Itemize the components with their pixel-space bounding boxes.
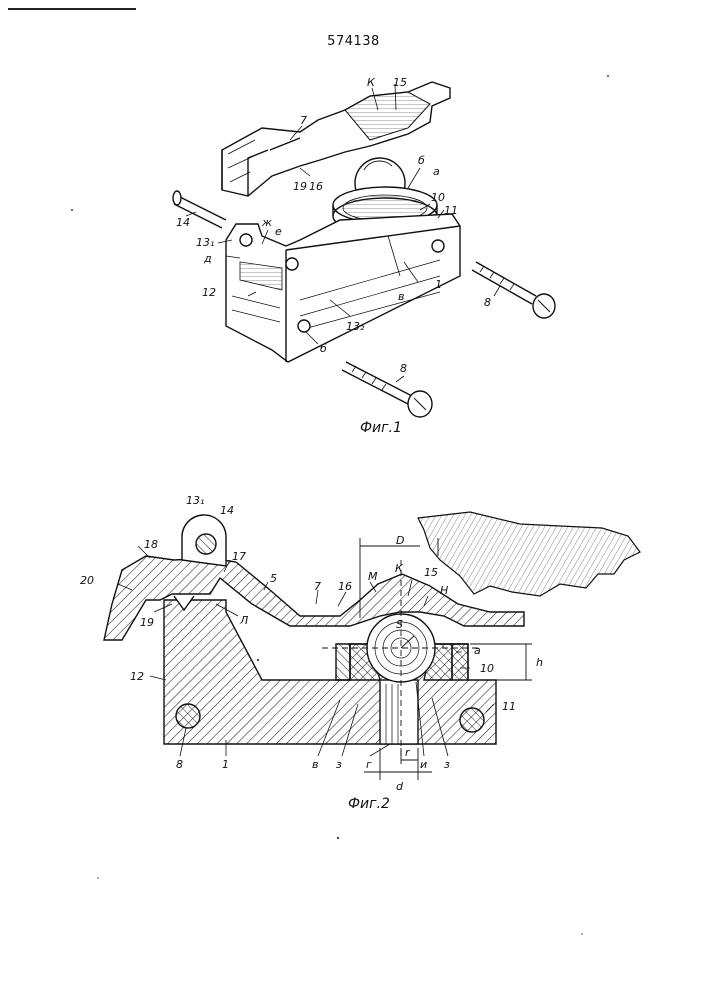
fig1-label-e: е <box>275 225 282 238</box>
fig2-label-a: а <box>474 644 481 657</box>
fig1-label-b: б <box>418 154 425 167</box>
fig2-label-14: 14 <box>220 504 234 517</box>
fig2-label-8: 8 <box>176 758 183 771</box>
fig1-label-k: К <box>367 76 376 89</box>
fig1-label-1: 1 <box>435 278 442 291</box>
fig2-label-g: г <box>366 758 372 771</box>
fig2-label-L: Л <box>239 614 248 627</box>
figure1-drawing <box>173 82 555 417</box>
fig1-label-v: в <box>398 290 404 303</box>
fig1-label-zh: ж <box>261 216 272 229</box>
fig1-label-13-2: 13₂ <box>346 320 365 333</box>
fig2-label-D: D <box>396 534 404 547</box>
fig2-label-1: 1 <box>222 758 229 771</box>
fig2-label-5: 5 <box>270 572 277 585</box>
fig1-label-10: 10 <box>431 191 445 204</box>
fig2-label-h: h <box>536 656 543 669</box>
fig2-label-H: Н <box>440 584 448 597</box>
fig2-label-18: 18 <box>144 538 158 551</box>
fig1-label-7: 7 <box>300 114 307 127</box>
fig2-label-11: 11 <box>502 700 516 713</box>
fig1-label-12: 12 <box>202 286 216 299</box>
fig2-label-15: 15 <box>424 566 438 579</box>
fig1-label-d: д <box>203 252 212 265</box>
fig2-label-7: 7 <box>314 580 321 593</box>
fig2-label-19: 19 <box>140 616 154 629</box>
fig1-label-8b: 8 <box>400 362 407 375</box>
fig2-label-z1: з <box>336 758 342 771</box>
fig2-label-z2: з <box>444 758 450 771</box>
fig2-label-v: в <box>312 758 318 771</box>
fig2-label-d: d <box>396 780 404 793</box>
fig2-label-r: r <box>405 746 411 759</box>
fig1-label-a: а <box>433 165 440 178</box>
fig2-label-16: 16 <box>338 580 352 593</box>
fig1-label-11: 11 <box>444 204 458 217</box>
figure2-drawing <box>104 512 640 780</box>
fig2-label-12: 12 <box>130 670 144 683</box>
fig2-label-i: и <box>420 758 427 771</box>
fig2-caption: Фиг.2 <box>348 796 390 812</box>
fig2-label-S: S <box>396 618 403 631</box>
fig1-label-b-lower: б <box>320 342 327 355</box>
fig1-label-13-1: 13₁ <box>196 236 214 249</box>
fig1-label-14: 14 <box>176 216 190 229</box>
fig1-caption: Фиг.1 <box>360 420 402 436</box>
fig1-label-8a: 8 <box>484 296 491 309</box>
fig2-label-10: 10 <box>480 662 494 675</box>
fig1-label-15: 15 <box>393 76 407 89</box>
fig2-label-17: 17 <box>232 550 246 563</box>
fig2-label-13-1: 13₁ <box>186 494 204 507</box>
fig1-label-19: 19 <box>293 180 307 193</box>
fig2-label-M: М <box>368 570 378 583</box>
fig2-label-20: 20 <box>80 574 94 587</box>
fig1-label-16: 16 <box>309 180 323 193</box>
fig2-label-K: К <box>395 562 404 575</box>
